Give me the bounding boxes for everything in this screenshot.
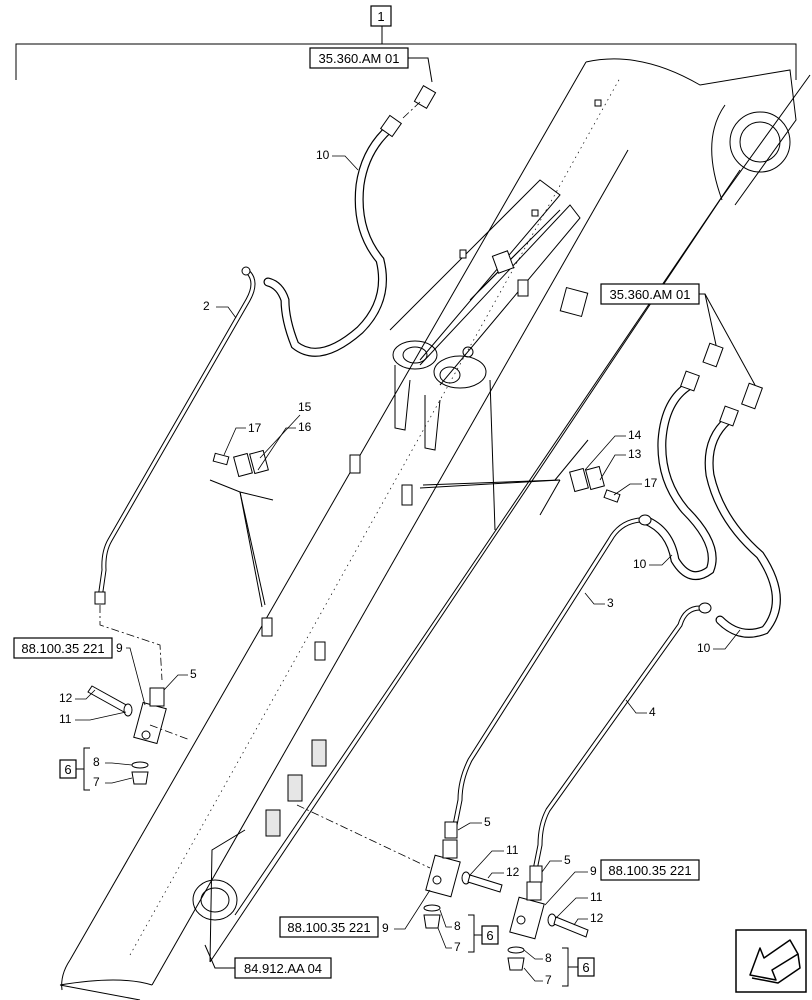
callout-5c: 5 <box>564 853 571 867</box>
ref-box-left-block[interactable]: 88.100.35 221 <box>13 637 113 659</box>
assembly-number: 1 <box>377 9 384 24</box>
kit-right: 6 <box>582 960 589 975</box>
callout-11b: 11 <box>506 843 519 857</box>
callout-7b: 7 <box>454 940 461 954</box>
callout-10a: 10 <box>316 148 330 162</box>
kit-left: 6 <box>64 762 71 777</box>
callout-17a: 17 <box>248 421 262 435</box>
callout-9a: 9 <box>116 641 123 655</box>
ref-left-block: 88.100.35 221 <box>21 641 104 656</box>
callout-2: 2 <box>203 299 210 313</box>
callout-10c: 10 <box>697 641 711 655</box>
valve-block-center <box>296 804 503 929</box>
callout-8a: 8 <box>93 755 100 769</box>
callout-14: 14 <box>628 428 642 442</box>
callout-16: 16 <box>298 420 312 434</box>
callout-12c: 12 <box>590 911 604 925</box>
callout-15: 15 <box>298 400 312 414</box>
ref-box-top-left[interactable]: 35.360.AM 01 <box>309 47 409 69</box>
ref-box-bottom-right[interactable]: 88.100.35 221 <box>600 859 700 881</box>
ref-top-left: 35.360.AM 01 <box>319 51 400 66</box>
ref-bottom-right: 88.100.35 221 <box>608 863 691 878</box>
callout-8c: 8 <box>545 951 552 965</box>
clamp-assembly-right <box>419 439 621 516</box>
callout-12b: 12 <box>506 865 520 879</box>
hose-10-right-a <box>640 342 724 581</box>
callout-3: 3 <box>607 596 614 610</box>
callout-11c: 11 <box>590 890 603 904</box>
boom-structure <box>59 58 811 1000</box>
callout-9c: 9 <box>590 864 597 878</box>
callout-11a: 11 <box>59 712 72 726</box>
callouts: 10 2 15 17 16 14 13 17 10 3 10 4 9 5 12 … <box>59 148 741 987</box>
valve-block-left <box>87 685 191 785</box>
hose-10-right-b <box>704 382 781 638</box>
callout-13: 13 <box>628 447 642 461</box>
assembly-bracket <box>15 26 797 80</box>
clamp-assembly-left <box>209 449 274 608</box>
callout-7a: 7 <box>93 775 100 789</box>
callout-17b: 17 <box>644 476 658 490</box>
tube-2 <box>94 266 256 681</box>
tube-3 <box>452 514 652 828</box>
hose-10-top <box>263 85 437 357</box>
ref-bottom-center: 88.100.35 221 <box>287 920 370 935</box>
kit-center: 6 <box>486 928 493 943</box>
callout-12a: 12 <box>59 691 73 705</box>
ref-box-top-right[interactable]: 35.360.AM 01 <box>600 283 700 305</box>
ref-boom: 84.912.AA 04 <box>244 961 322 976</box>
arrow-icon[interactable] <box>735 929 807 993</box>
tube-4 <box>532 602 712 873</box>
callout-9b: 9 <box>382 921 389 935</box>
assembly-number-box: 1 <box>370 5 392 27</box>
ref-box-bottom-center[interactable]: 88.100.35 221 <box>279 916 379 938</box>
callout-10b: 10 <box>633 557 647 571</box>
callout-8b: 8 <box>454 919 461 933</box>
kit-box-right[interactable]: 6 <box>577 957 595 977</box>
ref-top-right: 35.360.AM 01 <box>610 287 691 302</box>
kit-box-left[interactable]: 6 <box>59 759 77 779</box>
ref-box-boom[interactable]: 84.912.AA 04 <box>234 957 332 979</box>
callout-5b: 5 <box>484 815 491 829</box>
callout-4: 4 <box>649 705 656 719</box>
kit-box-center[interactable]: 6 <box>481 925 499 945</box>
callout-7c: 7 <box>545 973 552 987</box>
valve-block-right <box>507 865 589 971</box>
callout-5a: 5 <box>190 667 197 681</box>
